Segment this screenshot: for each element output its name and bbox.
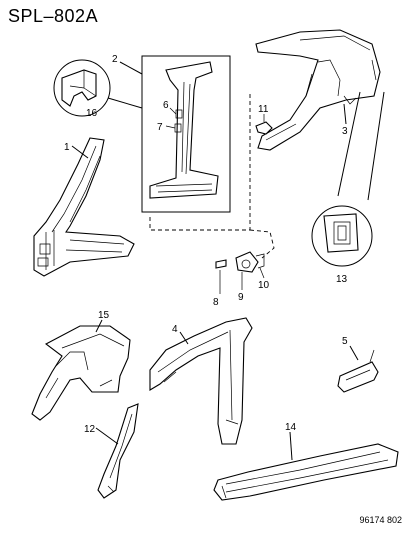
quarter-outer-detail xyxy=(45,333,125,399)
filler-hinge-10 xyxy=(255,253,265,269)
callout-6: 6 xyxy=(163,100,169,111)
leader-10 xyxy=(259,267,265,279)
bracket-5-detail xyxy=(345,349,375,381)
callout-13: 13 xyxy=(336,274,348,285)
leader-15 xyxy=(95,319,103,333)
sill-14-body xyxy=(213,443,399,501)
a-pillar-body xyxy=(33,137,135,277)
callout-15: 15 xyxy=(98,310,110,321)
filler-cap xyxy=(241,259,251,269)
callout-7: 7 xyxy=(157,122,163,133)
part-5-bracket xyxy=(337,345,379,393)
callout-16: 16 xyxy=(86,108,98,119)
grommet-13-body xyxy=(323,213,359,253)
grommet-13-detail xyxy=(333,221,351,245)
part-1-a-pillar xyxy=(33,137,135,277)
part-11-clip xyxy=(255,114,273,135)
leader-13-left xyxy=(337,91,361,197)
part-13-inset xyxy=(311,205,373,267)
inset-circle-13 xyxy=(311,205,373,267)
part-12-reinforcement xyxy=(95,403,139,499)
part-14-sill xyxy=(213,431,399,501)
part-15-quarter-outer xyxy=(31,319,131,421)
diagram-code: 96174 802 xyxy=(359,515,402,525)
leader-13-right xyxy=(367,91,385,201)
detail-box xyxy=(141,55,231,213)
bracket-5-body xyxy=(337,361,379,393)
part-2-b-pillar-box xyxy=(119,55,231,213)
part-16-inset xyxy=(53,59,143,117)
bracket-16-detail xyxy=(69,70,97,97)
leader-2 xyxy=(119,61,143,75)
dashed-routing xyxy=(149,94,275,259)
callout-9: 9 xyxy=(238,292,244,303)
filler-housing-9 xyxy=(235,251,259,273)
callout-11: 11 xyxy=(258,104,269,115)
callout-14: 14 xyxy=(285,422,297,433)
quarter-panel-detail xyxy=(265,35,377,141)
leader-3 xyxy=(343,103,347,125)
fuel-filler-assembly xyxy=(215,251,265,294)
reinforcement-12-detail xyxy=(107,413,133,493)
leader-4 xyxy=(179,331,189,345)
aperture-detail xyxy=(157,329,239,425)
part-3-quarter-panel xyxy=(255,29,385,201)
b-pillar-body xyxy=(149,61,219,199)
b-pillar-clips xyxy=(174,109,183,133)
callout-4: 4 xyxy=(172,324,178,335)
callout-12: 12 xyxy=(84,424,96,435)
leader-6 xyxy=(169,107,177,115)
inset-circle-16 xyxy=(53,59,111,117)
leader-7 xyxy=(165,125,176,129)
sill-14-detail xyxy=(221,451,389,499)
a-pillar-holes xyxy=(37,243,51,267)
quarter-panel-tab xyxy=(343,95,357,105)
aperture-body xyxy=(149,317,253,445)
callout-1: 1 xyxy=(64,142,70,153)
quarter-outer-body xyxy=(31,325,131,421)
leader-1 xyxy=(71,145,89,159)
clip-11 xyxy=(255,121,273,135)
diagram-title: SPL–802A xyxy=(8,6,99,26)
callout-3: 3 xyxy=(342,126,348,137)
reinforcement-12-body xyxy=(97,403,139,499)
part-4-aperture xyxy=(149,317,253,445)
callout-2: 2 xyxy=(112,54,118,65)
callout-8: 8 xyxy=(213,297,219,308)
leader-16-to-box xyxy=(107,97,143,109)
quarter-panel-body xyxy=(255,29,381,151)
screw-8 xyxy=(215,259,227,269)
bracket-16-shape xyxy=(61,69,97,107)
callout-10: 10 xyxy=(258,280,270,291)
leader-14 xyxy=(289,431,293,461)
callout-5: 5 xyxy=(342,336,348,347)
leader-12 xyxy=(95,427,119,445)
b-pillar-detail xyxy=(155,81,213,193)
a-pillar-detail xyxy=(45,145,125,270)
leader-5 xyxy=(349,345,359,361)
